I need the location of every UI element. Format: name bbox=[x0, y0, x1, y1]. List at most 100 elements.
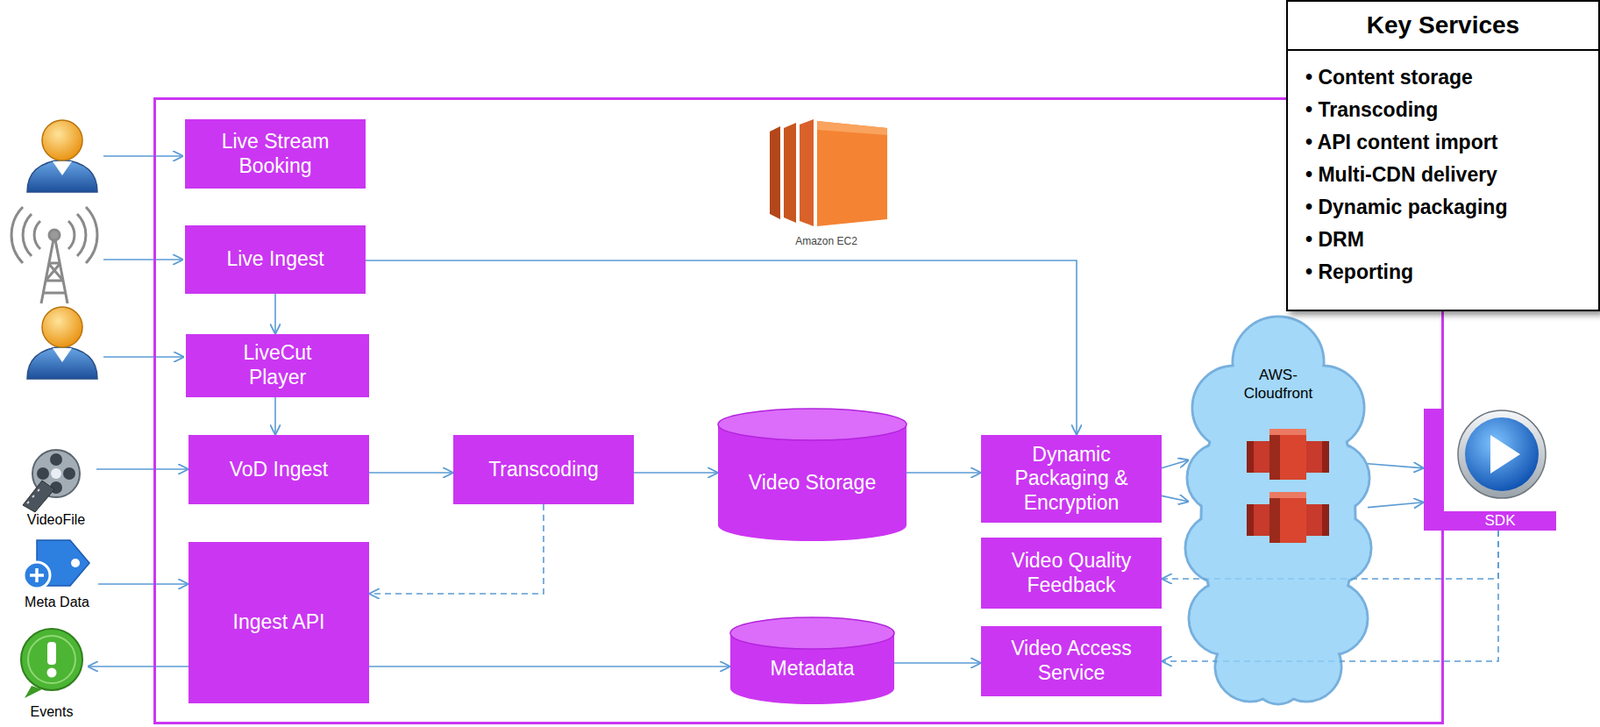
film-icon-part bbox=[22, 480, 55, 512]
ec2-icon-part bbox=[799, 119, 814, 227]
source-icon: Meta Data bbox=[15, 536, 99, 612]
flow-arrow bbox=[1367, 463, 1424, 469]
box-label: Live Stream Booking bbox=[209, 129, 342, 178]
icon-label: Meta Data bbox=[10, 593, 104, 612]
antenna-icon-part bbox=[11, 206, 41, 264]
ec2-icon-part bbox=[817, 120, 888, 136]
person-icon-part bbox=[52, 348, 72, 363]
bubble-icon-part bbox=[28, 635, 76, 683]
box-label: Live Ingest bbox=[226, 247, 324, 272]
icon-caption: Amazon EC2 bbox=[762, 234, 890, 248]
storage-cylinder: Metadata bbox=[730, 617, 895, 704]
person-icon-part bbox=[27, 159, 98, 192]
cloudfront-icon-part bbox=[1306, 440, 1330, 473]
person-icon-part bbox=[52, 161, 72, 176]
film-icon-part bbox=[50, 468, 62, 479]
box-label: Video Quality Feedback bbox=[1005, 548, 1138, 598]
cylinder-label: Metadata bbox=[770, 656, 855, 682]
flow-arrow bbox=[1161, 460, 1189, 469]
bubble-icon-part bbox=[47, 668, 57, 678]
process-box: Live Stream Booking bbox=[184, 119, 366, 189]
flow-arrow bbox=[894, 661, 982, 664]
source-arrow-part bbox=[103, 355, 185, 358]
cloudfront-icon-part bbox=[1246, 504, 1254, 536]
cloudfront-icon-part bbox=[1269, 491, 1307, 543]
service-item: • Content storage bbox=[1305, 61, 1590, 94]
process-box: Dynamic Packaging & Encryption bbox=[981, 434, 1162, 523]
process-box: Video Quality Feedback bbox=[981, 537, 1162, 609]
cylinder-shape-part bbox=[718, 408, 907, 441]
sdk-bracket-part bbox=[1490, 434, 1521, 474]
process-box: Ingest API bbox=[188, 541, 370, 704]
source-arrow-part bbox=[103, 155, 184, 157]
service-item: • DRM bbox=[1305, 223, 1590, 256]
process-box: Video Access Service bbox=[981, 625, 1162, 697]
icon-label: VideoFile bbox=[10, 511, 102, 529]
cloudfront-icon-part bbox=[1246, 440, 1254, 473]
dashed-connector bbox=[369, 504, 544, 594]
cloudfront-icon bbox=[1246, 491, 1330, 543]
flow-arrow bbox=[274, 397, 277, 435]
box-label: Dynamic Packaging & Encryption bbox=[1005, 442, 1138, 516]
person-icon bbox=[27, 306, 98, 379]
sdk-bracket-part bbox=[1457, 410, 1546, 498]
flow-arrow bbox=[274, 293, 277, 335]
bubble-icon-part bbox=[21, 628, 83, 690]
cylinder-shape-part bbox=[718, 424, 907, 541]
source-arrow-part bbox=[103, 258, 184, 261]
cloudfront-icon-part bbox=[1269, 491, 1280, 543]
film-icon-part bbox=[27, 489, 40, 504]
flow-arrow bbox=[1161, 495, 1189, 502]
sdk-player: SDK bbox=[1423, 408, 1557, 531]
cdn-cloud: AWS-Cloudfront bbox=[1188, 311, 1368, 704]
cloud-shape-part-part bbox=[1202, 355, 1354, 678]
tag-icon-part bbox=[29, 568, 44, 583]
service-item: • Multi-CDN delivery bbox=[1305, 158, 1590, 192]
antenna-icon-part bbox=[49, 229, 60, 241]
sdk-label: SDK bbox=[1443, 511, 1557, 531]
person-icon-part bbox=[27, 346, 98, 379]
source-icon: VideoFile bbox=[15, 447, 97, 529]
cloudfront-icon-part bbox=[1269, 428, 1280, 480]
ec2-icon bbox=[769, 119, 888, 227]
sdk-bracket-part bbox=[1464, 417, 1539, 491]
flow-arrow bbox=[906, 471, 982, 474]
film-icon bbox=[15, 447, 97, 510]
film-icon-part bbox=[36, 467, 50, 480]
cloudfront-icon-part bbox=[1322, 504, 1330, 536]
cloud-shape-part bbox=[1185, 316, 1372, 704]
flow-arrow bbox=[87, 665, 189, 668]
sdk-bracket-part bbox=[1423, 511, 1557, 531]
flow-arrow bbox=[633, 471, 719, 474]
box-label: Ingest API bbox=[233, 610, 326, 635]
storage-cylinder: Video Storage bbox=[718, 408, 907, 541]
flow-arrow bbox=[365, 260, 1077, 435]
bubble-icon bbox=[15, 624, 88, 702]
box-label: VoD Ingest bbox=[229, 457, 329, 483]
cloudfront-icon-part bbox=[1322, 440, 1330, 473]
cloudfront-icon-part bbox=[1269, 428, 1307, 480]
antenna-icon bbox=[11, 206, 98, 304]
ec2-icon-part bbox=[769, 126, 781, 220]
service-item: • Dynamic packaging bbox=[1305, 191, 1590, 224]
cloudfront-icon-part bbox=[1269, 491, 1307, 498]
cloudfront-icon-part bbox=[1306, 504, 1330, 536]
cloudfront-icon-part bbox=[1246, 504, 1270, 536]
cylinder-shape-part bbox=[730, 617, 895, 649]
film-icon-part bbox=[49, 453, 63, 466]
tag-icon-part bbox=[23, 561, 50, 589]
tag-icon-part bbox=[71, 558, 80, 568]
person-icon-part bbox=[42, 306, 83, 348]
icon-label: Events bbox=[10, 703, 93, 721]
flow-arrow bbox=[1367, 502, 1424, 508]
tag-icon bbox=[15, 536, 99, 592]
flow-arrow bbox=[98, 583, 189, 585]
legend-heading: Key Services bbox=[1287, 1, 1599, 51]
service-list: • Content storage• Transcoding• API cont… bbox=[1287, 50, 1599, 294]
flow-arrow bbox=[96, 468, 189, 470]
process-box: Transcoding bbox=[453, 434, 634, 505]
source-arrow bbox=[103, 156, 185, 357]
cylinder-text: Metadata bbox=[730, 632, 895, 704]
service-item: • Reporting bbox=[1305, 256, 1590, 289]
cloudfront-icon-part bbox=[1246, 440, 1270, 473]
